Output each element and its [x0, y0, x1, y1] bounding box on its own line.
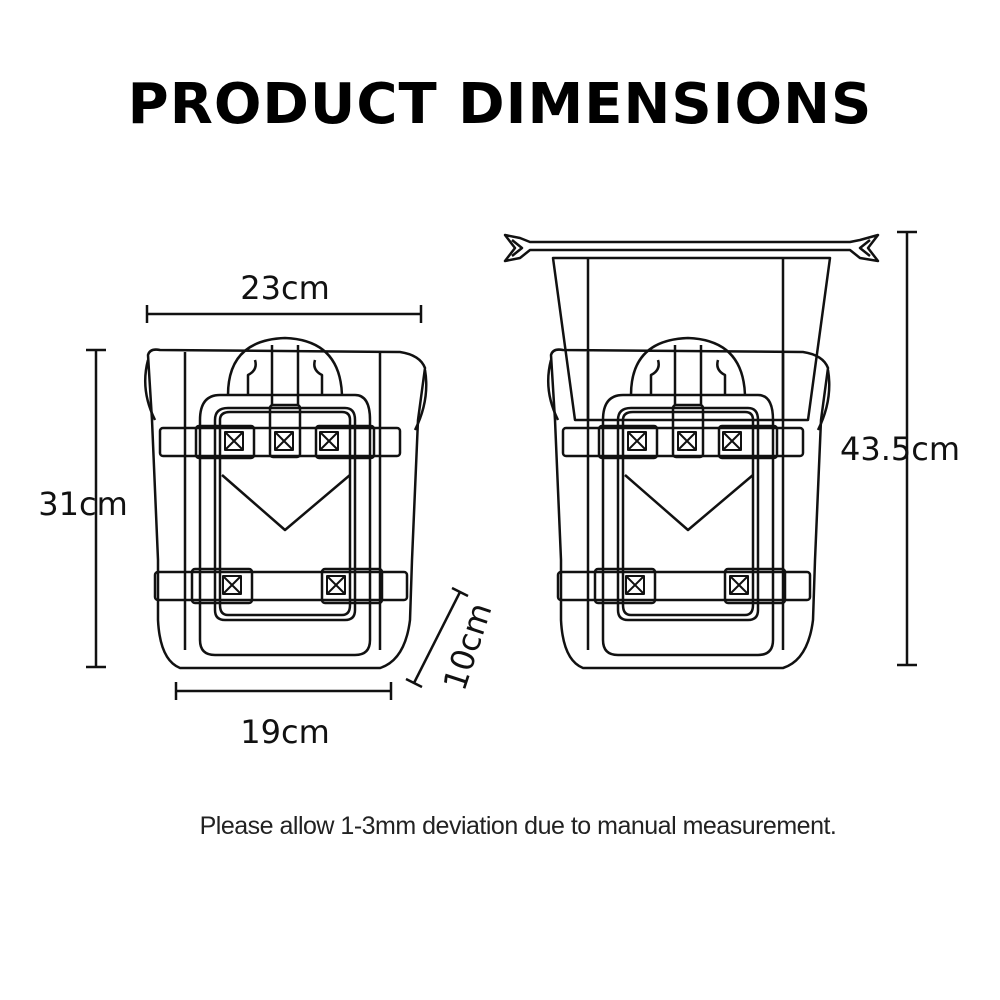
height-label: 31cm: [38, 485, 127, 523]
extended-height-label: 43.5cm: [840, 430, 960, 468]
width-bottom-label: 19cm: [240, 713, 329, 751]
dimension-lines: [86, 230, 917, 700]
bag-front-view: [143, 336, 428, 670]
depth-label: 10cm: [436, 598, 500, 695]
bag-extended-view: [503, 233, 880, 670]
measurement-note: Please allow 1-3mm deviation due to manu…: [199, 812, 837, 840]
width-top-label: 23cm: [240, 269, 329, 307]
page-title: PRODUCT DIMENSIONS: [127, 72, 873, 137]
